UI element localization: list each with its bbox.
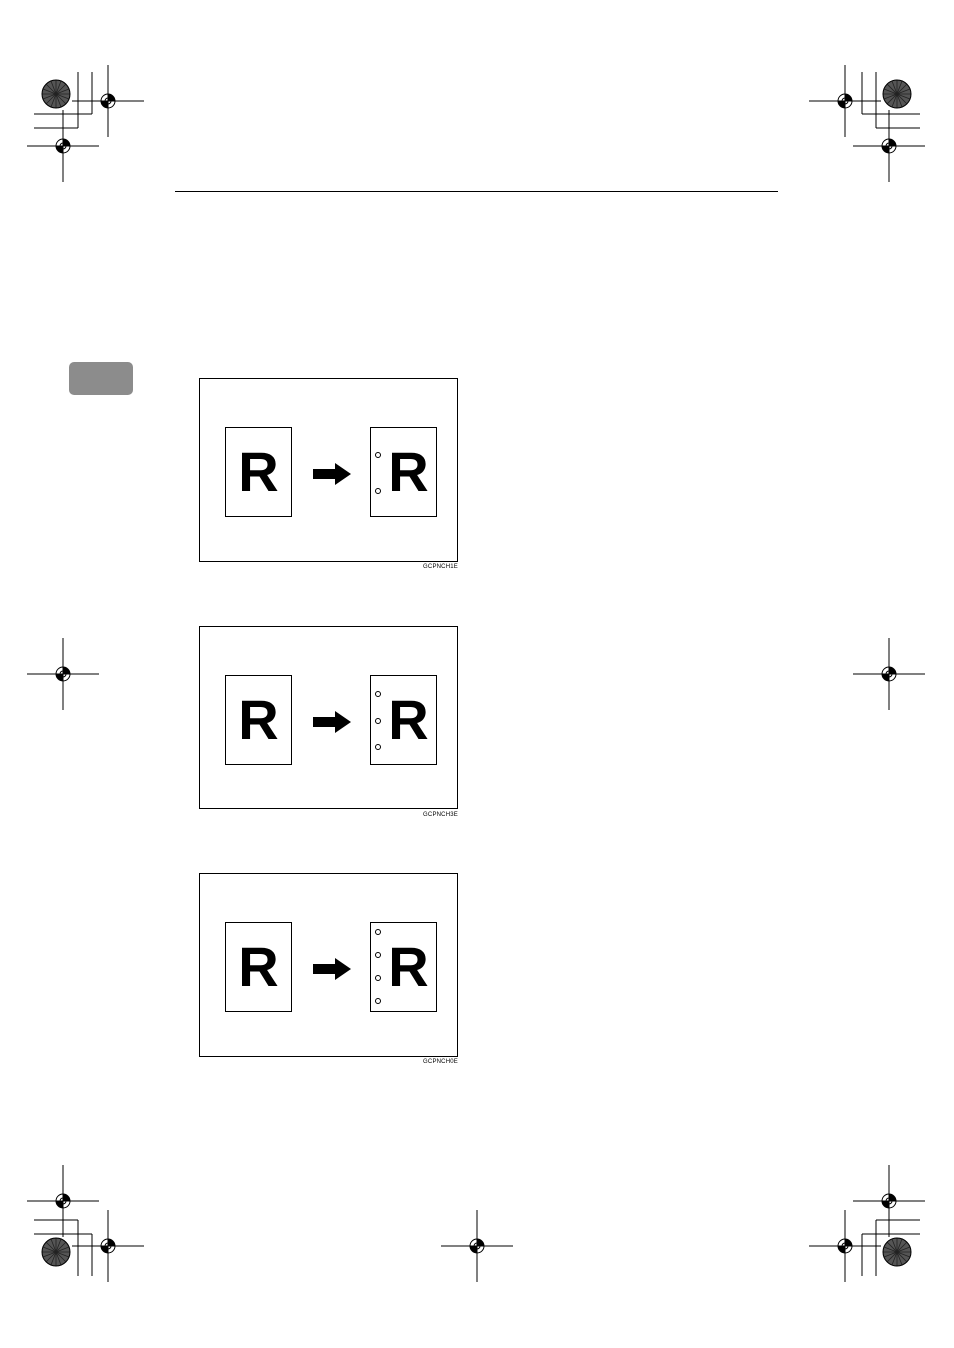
registration-mark-icon bbox=[27, 1165, 99, 1237]
right-arrow-icon bbox=[313, 463, 351, 485]
punched-sheet: R bbox=[370, 922, 437, 1012]
right-arrow-icon bbox=[313, 711, 351, 733]
sheet-letter: R bbox=[226, 676, 291, 764]
punch-figure-1: R R bbox=[199, 378, 458, 562]
color-wheel-icon bbox=[883, 1238, 911, 1266]
right-arrow-icon bbox=[313, 958, 351, 980]
registration-mark-icon bbox=[809, 1210, 881, 1282]
sheet-letter: R bbox=[371, 923, 436, 1011]
original-sheet: R bbox=[225, 675, 292, 765]
punch-figure-3: R R bbox=[199, 873, 458, 1057]
registration-mark-icon bbox=[853, 638, 925, 710]
punch-hole bbox=[375, 691, 381, 697]
punch-hole bbox=[375, 718, 381, 724]
punch-hole bbox=[375, 975, 381, 981]
registration-mark-icon bbox=[441, 1210, 513, 1282]
original-sheet: R bbox=[225, 922, 292, 1012]
figure-code: GCPNCH0E bbox=[423, 1059, 458, 1065]
punch-hole bbox=[375, 929, 381, 935]
punch-hole bbox=[375, 952, 381, 958]
registration-mark-icon bbox=[809, 65, 881, 137]
color-wheel-icon bbox=[42, 80, 70, 108]
registration-mark-icon bbox=[27, 638, 99, 710]
figure-code: GCPNCH3E bbox=[423, 812, 458, 818]
color-wheel-icon bbox=[42, 1238, 70, 1266]
punch-figure-2: R R bbox=[199, 626, 458, 809]
punched-sheet: R bbox=[370, 675, 437, 765]
original-sheet: R bbox=[225, 427, 292, 517]
color-wheel-icon bbox=[883, 80, 911, 108]
punch-hole bbox=[375, 744, 381, 750]
punch-hole bbox=[375, 488, 381, 494]
header-rule bbox=[175, 191, 778, 192]
registration-mark-icon bbox=[853, 1165, 925, 1237]
sheet-letter: R bbox=[226, 923, 291, 1011]
registration-mark-icon bbox=[72, 1210, 144, 1282]
sheet-letter: R bbox=[371, 428, 436, 516]
punched-sheet: R bbox=[370, 427, 437, 517]
registration-mark-icon bbox=[853, 110, 925, 182]
punch-hole bbox=[375, 998, 381, 1004]
figure-code: GCPNCH1E bbox=[423, 564, 458, 570]
registration-mark-icon bbox=[27, 110, 99, 182]
punch-hole bbox=[375, 452, 381, 458]
sheet-letter: R bbox=[226, 428, 291, 516]
chapter-tab bbox=[69, 362, 133, 395]
registration-mark-icon bbox=[72, 65, 144, 137]
